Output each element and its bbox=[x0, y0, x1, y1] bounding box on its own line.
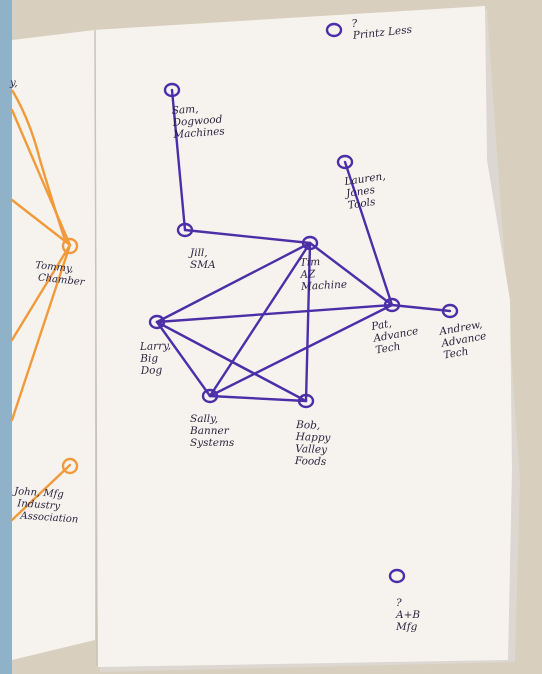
label-line: Machine bbox=[300, 279, 348, 293]
label-line: Bob, bbox=[295, 419, 321, 432]
label-line: SMA bbox=[190, 259, 216, 271]
label-line: Sally, bbox=[190, 413, 218, 425]
label-line: Jill, bbox=[188, 247, 208, 259]
left-paper-sheet bbox=[12, 30, 95, 660]
fold-crease bbox=[94, 29, 98, 667]
edge-bob-larry bbox=[155, 320, 308, 403]
node-andrew bbox=[441, 303, 459, 319]
label-jill: Jill,SMA bbox=[188, 247, 216, 271]
label-line: Happy bbox=[294, 431, 331, 444]
label-line: Banner bbox=[189, 425, 230, 437]
label-line: Mfg bbox=[395, 621, 418, 633]
label-sam: Sam,DogwoodMachines bbox=[170, 101, 225, 141]
edge-sam-jill bbox=[170, 88, 187, 232]
label-line: Sam, bbox=[171, 103, 199, 117]
edge-larry-sally bbox=[155, 320, 212, 398]
left-edge bbox=[10, 463, 72, 522]
edge-sally-tim bbox=[208, 241, 312, 398]
node-sam bbox=[163, 82, 181, 98]
edge-pat-andrew bbox=[390, 303, 452, 313]
network-edges bbox=[155, 88, 452, 403]
label-tim: TimAZMachine bbox=[299, 255, 348, 293]
label-lauren: Lauren,JonesTools bbox=[342, 170, 390, 212]
label-line: Valley bbox=[295, 443, 328, 456]
label-line: ? bbox=[396, 597, 402, 609]
label-bob: Bob,HappyValleyFoods bbox=[294, 419, 333, 468]
left-label-line: y, bbox=[9, 78, 18, 89]
node-tim bbox=[301, 235, 319, 251]
label-line: Jones bbox=[343, 184, 376, 200]
label-larry: Larry,BigDog bbox=[139, 340, 172, 377]
label-line: A+B bbox=[395, 609, 420, 621]
left-edge-curve bbox=[10, 89, 67, 241]
left-label-line: Tommy, bbox=[35, 260, 74, 275]
paper-sheet bbox=[93, 6, 512, 667]
left-node bbox=[61, 237, 79, 255]
left-edge bbox=[10, 243, 72, 422]
left-label-top: y, bbox=[9, 78, 18, 89]
node-bob bbox=[297, 393, 315, 409]
node-ab bbox=[388, 568, 406, 584]
left-node bbox=[61, 457, 79, 475]
node-pat bbox=[383, 297, 401, 313]
left-edge bbox=[10, 198, 72, 247]
label-line: ? bbox=[351, 17, 358, 30]
label-line: Larry, bbox=[139, 340, 172, 353]
left-frame-strip bbox=[0, 0, 12, 674]
edge-sally-bob bbox=[208, 394, 308, 403]
label-line: Tools bbox=[347, 196, 377, 212]
node-larry bbox=[148, 314, 166, 330]
left-label-line: Association bbox=[19, 510, 79, 525]
left-label-john: John, MfgIndustryAssociation bbox=[10, 486, 80, 526]
network-nodes bbox=[148, 22, 459, 584]
edge-tim-pat bbox=[308, 241, 394, 307]
left-label-line: John, Mfg bbox=[12, 486, 64, 501]
node-sally bbox=[201, 388, 219, 404]
left-label-tommy: Tommy,Chamber bbox=[33, 260, 87, 288]
label-line: Tim bbox=[300, 256, 321, 269]
edge-jill-tim bbox=[183, 228, 312, 245]
label-line: Dogwood bbox=[171, 113, 223, 129]
edge-lauren-pat bbox=[343, 160, 394, 307]
label-line: Systems bbox=[190, 437, 235, 449]
label-line: Machines bbox=[172, 125, 226, 141]
label-line: Lauren, bbox=[343, 170, 387, 188]
label-line: Dog bbox=[140, 364, 163, 377]
left-edge bbox=[10, 243, 72, 342]
edge-sally-pat bbox=[208, 303, 394, 398]
label-line: AZ bbox=[299, 268, 316, 281]
edge-larry-pat bbox=[155, 303, 394, 324]
label-line: Pat, bbox=[369, 318, 392, 334]
edge-bob-tim bbox=[304, 241, 312, 403]
left-label-line: Industry bbox=[16, 498, 61, 512]
label-line: Tech bbox=[375, 340, 402, 356]
left-label-line: Chamber bbox=[37, 272, 86, 288]
node-jill bbox=[176, 222, 194, 238]
label-line: Tech bbox=[443, 345, 470, 361]
edge-larry-tim bbox=[155, 241, 312, 324]
label-line: Foods bbox=[294, 455, 327, 468]
label-line: Big bbox=[139, 352, 158, 365]
node-lauren bbox=[336, 154, 354, 170]
node-printz bbox=[325, 22, 343, 38]
